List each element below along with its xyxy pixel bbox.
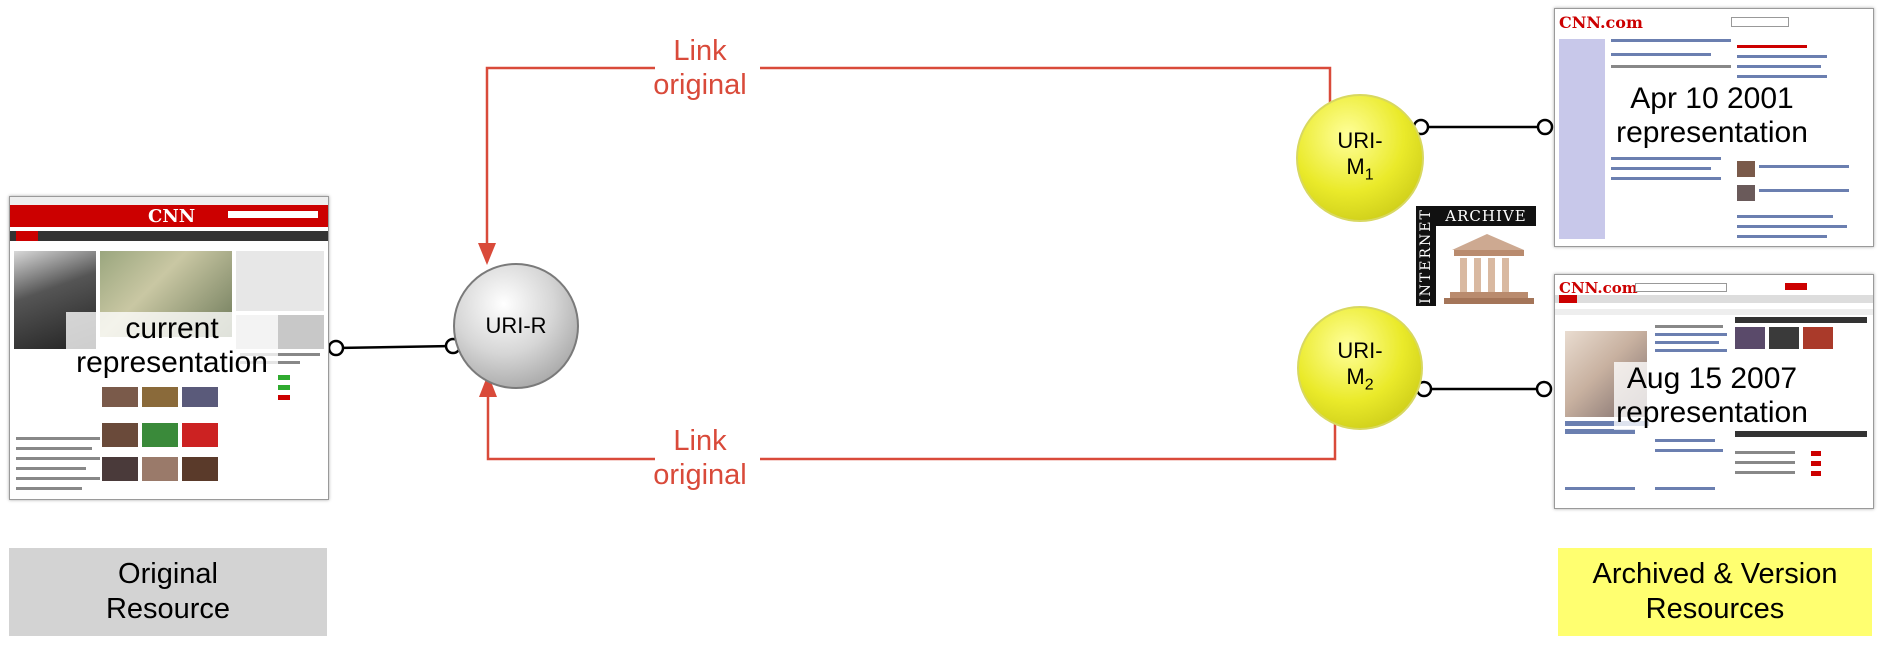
- link-label-top-line2: original: [653, 69, 747, 101]
- memento-2-date-label: Aug 15 2007: [1614, 362, 1810, 396]
- memento-2-logo: CNN.com: [1559, 279, 1638, 297]
- archived-resources-caption: Archived & Version Resources: [1558, 548, 1872, 636]
- current-representation-label: current: [66, 312, 278, 346]
- connector-dot-original: [327, 339, 345, 357]
- cnn-logo: CNN: [148, 206, 196, 227]
- current-label-line1: current: [125, 312, 219, 345]
- link-arrow-bottom: [486, 378, 1337, 461]
- original-resource-caption: Original Resource: [9, 548, 327, 636]
- original-caption-line2: Resource: [105, 593, 231, 625]
- uri-m2-prefix: URI-: [1337, 337, 1383, 363]
- current-label-line2: representation: [76, 346, 268, 379]
- link-label-bottom-line2: original: [653, 459, 747, 491]
- current-representation-label-2: representation: [66, 346, 278, 380]
- memento-2-repr: representation: [1616, 396, 1808, 429]
- link-label-top: Link original: [640, 34, 760, 102]
- memento-1-date-label: Apr 10 2001: [1614, 82, 1810, 116]
- memento-1-sidebar: [1559, 39, 1605, 239]
- memento-2-representation-label: representation: [1614, 396, 1810, 430]
- connector-dot-m2-thumb: [1535, 380, 1553, 398]
- temple-icon: [1444, 234, 1534, 304]
- original-caption-line1: Original: [118, 558, 218, 590]
- memento-2-date: Aug 15 2007: [1626, 362, 1798, 395]
- internet-archive-logo: INTERNET ARCHIVE: [1416, 206, 1536, 306]
- memento-1-repr: representation: [1616, 116, 1808, 149]
- uri-m2-sub: 2: [1364, 376, 1374, 394]
- uri-m2-main: M: [1346, 363, 1365, 389]
- archived-caption-line2: Resources: [1645, 593, 1785, 625]
- archive-logo-horizontal-text: ARCHIVE: [1436, 206, 1536, 226]
- memento-1-date: Apr 10 2001: [1630, 82, 1794, 115]
- uri-m2-node: URI- M2: [1297, 306, 1423, 430]
- uri-r-node: URI-R: [453, 263, 579, 389]
- memento-1-logo: CNN.com: [1559, 13, 1643, 32]
- connector-dot-m1-thumb: [1536, 118, 1554, 136]
- uri-r-label: URI-R: [485, 313, 547, 338]
- archive-logo-vertical-text: INTERNET: [1418, 208, 1434, 304]
- uri-m1-sub: 1: [1364, 166, 1374, 184]
- link-arrow-top: [485, 66, 1332, 262]
- arrowhead-bottom: [479, 374, 497, 397]
- uri-m1-main: M: [1346, 153, 1365, 179]
- archived-caption-line1: Archived & Version: [1592, 558, 1838, 590]
- cnn-header-bar: [10, 205, 328, 227]
- arrowhead-top: [478, 243, 496, 265]
- uri-m1-node: URI- M1: [1296, 94, 1424, 222]
- link-label-bottom-line1: Link: [673, 425, 727, 457]
- link-label-bottom: Link original: [640, 424, 760, 492]
- link-label-top-line1: Link: [673, 35, 727, 67]
- uri-m1-prefix: URI-: [1337, 127, 1383, 153]
- memento-1-representation-label: representation: [1614, 116, 1810, 150]
